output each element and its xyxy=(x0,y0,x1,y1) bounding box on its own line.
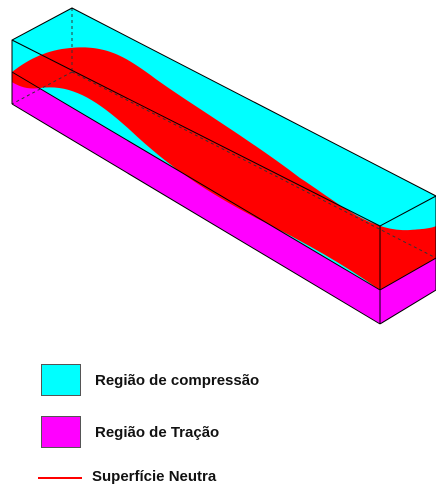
legend-item-tension: Região de Tração xyxy=(38,416,219,448)
beam-edges xyxy=(11,7,436,325)
legend-label-neutral: Superfície Neutra xyxy=(92,468,217,485)
legend-item-compression: Região de compressão xyxy=(38,364,259,396)
beam-diagram xyxy=(11,7,436,325)
legend-label-compression: Região de compressão xyxy=(95,371,260,389)
neutral-surface xyxy=(12,47,436,290)
legend-item-neutral: Superfície Neutra xyxy=(38,468,216,485)
cyan-square-swatch xyxy=(41,364,81,396)
hidden-edges xyxy=(11,8,436,259)
legend-label-tension: Região de Tração xyxy=(95,423,220,441)
magenta-square-swatch xyxy=(41,416,81,448)
red-line-swatch xyxy=(38,476,82,479)
